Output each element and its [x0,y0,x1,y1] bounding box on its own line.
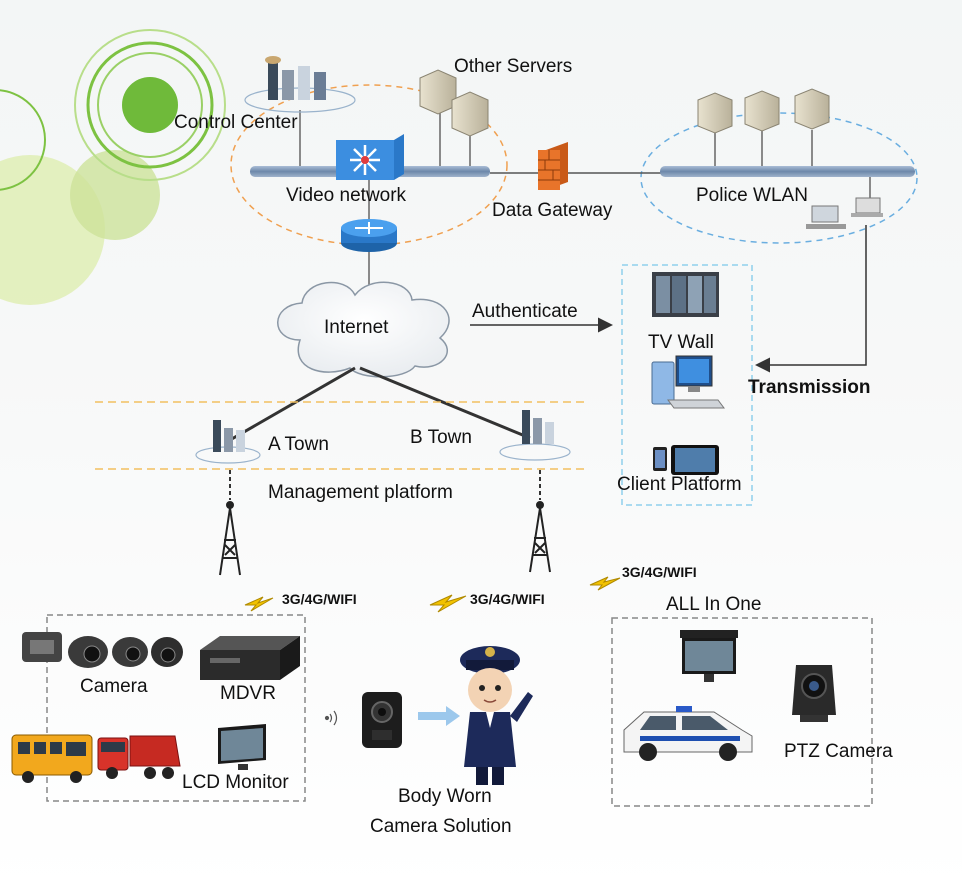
client-platform-box [621,264,753,506]
router-icon [341,219,397,252]
desktop-pc-icon [806,205,846,229]
mdvr-icon [200,636,300,680]
client-platform-label: Client Platform [617,474,742,495]
lcd-monitor-icon [680,630,738,682]
tower-icon [529,501,551,573]
lcd-monitor-label: LCD Monitor [182,772,289,793]
wireless-signal-icon [324,710,338,726]
wireless-middle-label: 3G/4G/WIFI [470,591,545,607]
desktop-pc-icon [651,355,725,409]
lcd-monitor-icon [218,724,266,770]
a-town-label: A Town [268,434,329,455]
control-center-icon [244,56,356,113]
ptz-camera-icon [792,665,836,722]
switch-icon [336,134,404,180]
video-network-zone [230,84,508,246]
mdvr-label: MDVR [220,683,276,704]
video-network-label: Video network [286,185,407,206]
firewall-icon [538,142,568,190]
all-in-one-box [611,617,873,807]
police-wlan-zone [640,112,918,244]
other-servers-label: Other Servers [454,56,573,77]
truck-icon [97,735,181,779]
body-worn-label: Body Worn [398,786,492,807]
transmission-label: Transmission [748,377,871,398]
control-center-icon [195,420,261,464]
tablet-icon [653,445,719,475]
police-wlan-label: Police WLAN [696,185,808,206]
tv-wall-icon [652,272,719,317]
wireless-right-label: 3G/4G/WIFI [622,564,697,580]
camera-solution-label: Camera Solution [370,816,512,837]
police-wlan-bar [660,166,915,177]
authenticate-label: Authenticate [472,301,578,322]
control-center-label: Control Center [174,112,298,133]
decorative-circles [0,29,226,305]
b-town-label: B Town [410,427,472,448]
internet-label: Internet [324,317,389,338]
bus-icon [11,734,93,783]
lightning-icon [244,576,621,613]
camera-label: Camera [80,676,148,697]
tv-wall-label: TV Wall [648,332,714,353]
wireless-left-label: 3G/4G/WIFI [282,591,357,607]
ptz-camera-label: PTZ Camera [784,741,893,762]
server-icon [419,69,489,137]
laptop-icon [851,197,883,217]
police-officer-icon [460,646,533,785]
management-platform-label: Management platform [268,482,453,503]
tower-icon [219,501,241,576]
body-camera-icon [362,692,402,748]
flow-arrow [418,706,460,726]
all-in-one-label: ALL In One [666,594,762,615]
vehicle-solution-box [46,614,306,802]
data-gateway-label: Data Gateway [492,200,613,221]
control-center-icon [499,410,571,461]
camera-icon [22,632,183,668]
server-icon [697,88,830,134]
police-car-icon [623,706,753,761]
